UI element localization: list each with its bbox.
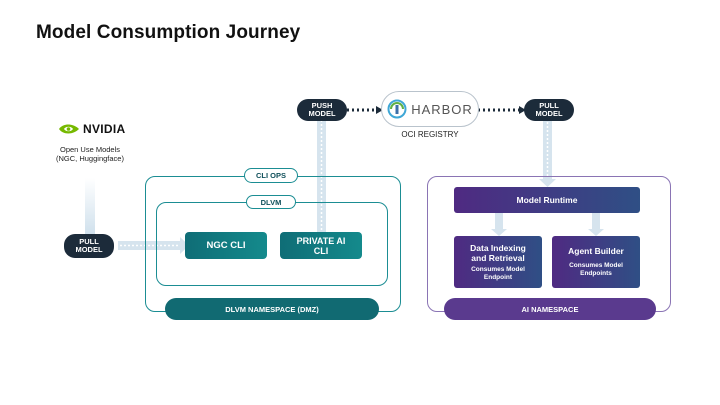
- agent-builder-sub-line2: Endpoints: [580, 270, 612, 277]
- push-model-pill: PUSH MODEL: [297, 99, 347, 121]
- agent-builder-sub-line1: Consumes Model: [569, 262, 623, 269]
- pull-model-right-line1: PULL: [539, 100, 559, 110]
- dlvm-tag: DLVM: [246, 195, 296, 209]
- harbor-logo: HARBOR: [381, 91, 479, 127]
- data-indexing-sub-line1: Consumes Model: [471, 265, 525, 273]
- agent-builder-box: Agent Builder Consumes Model Endpoints: [552, 236, 640, 288]
- nvidia-flow-line: [85, 178, 95, 235]
- page-title: Model Consumption Journey: [36, 22, 301, 43]
- runtime-to-indexing-line: [495, 213, 503, 230]
- push-model-line2: MODEL: [308, 109, 336, 118]
- private-cli-to-push-line: [317, 118, 326, 232]
- ngc-cli-box: NGC CLI: [185, 232, 267, 259]
- private-ai-cli-line2: CLI: [313, 245, 329, 256]
- harbor-wordmark: HARBOR: [411, 101, 473, 117]
- oci-registry-label: OCI REGISTRY: [401, 130, 459, 139]
- nvidia-logo: NVIDIA: [58, 120, 138, 138]
- harbor-lighthouse-icon: [387, 99, 407, 119]
- nvidia-caption-line2: (NGC, Huggingface): [56, 154, 124, 163]
- data-indexing-title-line2: and Retrieval: [471, 252, 525, 263]
- ai-namespace-pill: AI NAMESPACE: [444, 298, 656, 320]
- runtime-to-agent-line: [592, 213, 600, 230]
- cli-ops-tag: CLI OPS: [244, 168, 298, 183]
- pull-model-right-pill: PULL MODEL: [524, 99, 574, 121]
- data-indexing-sub-line2: Endpoint: [483, 273, 513, 281]
- model-runtime-box: Model Runtime: [454, 187, 640, 213]
- dlvm-namespace-pill: DLVM NAMESPACE (DMZ): [165, 298, 379, 320]
- pull-model-left-line1: PULL: [79, 236, 99, 246]
- pull-model-left-pill: PULL MODEL: [64, 234, 114, 258]
- pull-model-left-line2: MODEL: [75, 245, 103, 254]
- nvidia-wordmark: NVIDIA: [83, 122, 126, 136]
- push-model-line1: PUSH: [311, 100, 333, 110]
- agent-builder-title: Agent Builder: [568, 246, 624, 256]
- data-indexing-title-line1: Data Indexing: [470, 242, 526, 253]
- nvidia-caption: Open Use Models (NGC, Huggingface): [40, 145, 140, 163]
- private-ai-cli-line1: PRIVATE AI: [296, 235, 346, 246]
- data-indexing-box: Data Indexing and Retrieval Consumes Mod…: [454, 236, 542, 288]
- nvidia-caption-line1: Open Use Models: [59, 145, 121, 154]
- pull-model-right-line2: MODEL: [535, 109, 563, 118]
- nvidia-eye-icon: [59, 124, 79, 134]
- private-ai-cli-box: PRIVATE AI CLI: [280, 232, 362, 259]
- pull-to-ngc-arrowhead: [180, 237, 189, 254]
